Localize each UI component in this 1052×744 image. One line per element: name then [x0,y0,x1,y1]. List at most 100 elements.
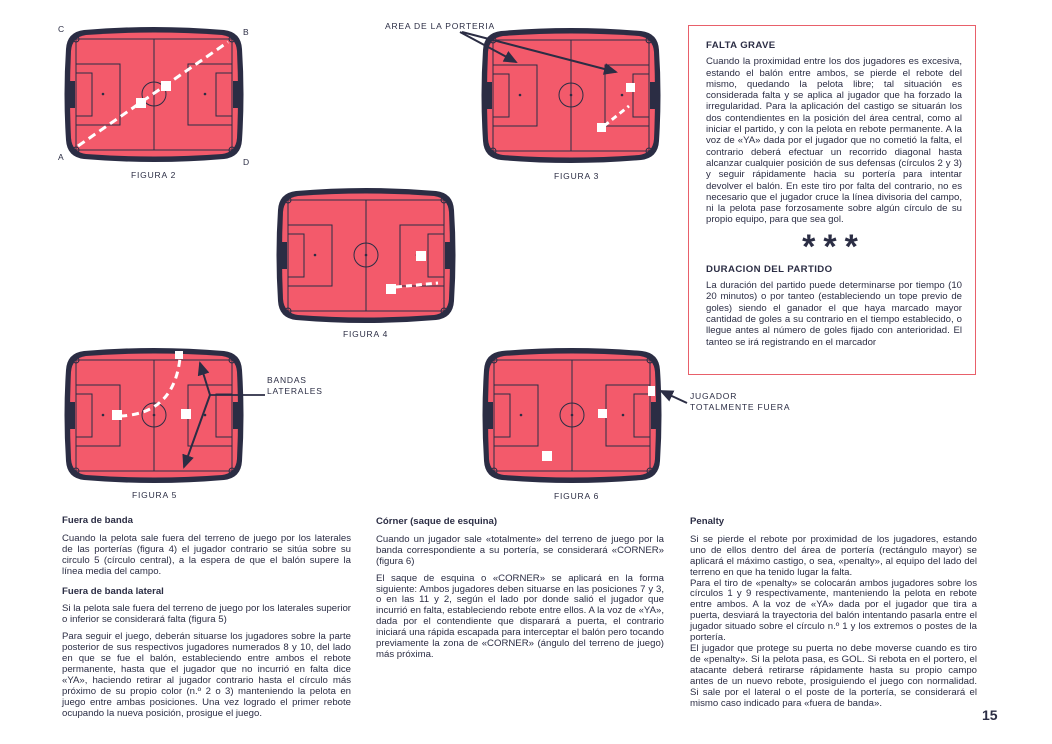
figure-4-field [276,188,456,323]
corner-arc [228,146,236,154]
fuera-de-banda-text: Cuando la pelota sale fuera del terreno … [62,532,351,577]
jugador-label-line1: JUGADOR [690,391,738,401]
bandas-label-line1: BANDAS [267,375,307,385]
penalty-spot [518,93,522,97]
corner-arc [72,146,80,154]
center-circle [559,402,585,428]
page-number: 15 [982,707,998,723]
center-circle [141,81,167,107]
duracion-heading: DURACION DEL PARTIDO [706,263,833,275]
corner-arc [440,196,448,204]
center-circle [558,82,584,108]
penalty-spot [101,92,105,96]
fuera-de-banda-lateral-text-1: Si la pelota sale fuera del terreno de j… [62,603,351,626]
corner-arc [284,307,292,315]
penalty-spot [620,93,624,97]
goal-area [215,72,233,117]
center-spot [569,93,573,97]
player-marker [598,409,607,418]
goal-net [651,402,656,429]
player-marker [136,98,146,108]
pass-path [603,104,630,128]
rules-box: FALTA GRAVE Cuando la proximidad entre l… [688,25,976,375]
bandas-label-line2: LATERALES [267,386,323,396]
goal-area [287,233,305,278]
figure-3-caption: FIGURA 3 [554,171,600,181]
center-circle [141,402,167,428]
corner-label-c: C [58,24,65,34]
player-marker [542,451,552,461]
corner-arc [72,35,80,43]
penalty-spot [203,92,207,96]
corner-arc [228,35,236,43]
goal-net [445,242,450,269]
figure-3-field [481,28,661,163]
goal-area [427,233,445,278]
diagonal-path [77,40,229,148]
figure-2-field [64,27,244,162]
area-porteria-arrows [459,31,618,75]
figure-5-field [64,348,244,483]
corner-arc [284,196,292,204]
player-marker [626,83,635,92]
corner-arc [646,467,654,475]
corner-arc [228,356,236,364]
penalty-spot [313,253,317,257]
column-corner: Córner (saque de esquina) Cuando un juga… [376,516,664,667]
goal-area [632,73,650,118]
corner-arc [490,356,498,364]
jugador-label-line2: TOTALMENTE FUERA [690,402,791,412]
corner-label-a: A [58,152,64,162]
fuera-de-banda-heading: Fuera de banda [62,515,133,526]
corner-arc [228,467,236,475]
goal-area [493,393,511,438]
corner-arc [72,467,80,475]
ball-path [395,281,439,289]
fuera-de-banda-lateral-heading: Fuera de banda lateral [62,585,164,597]
penalty-heading: Penalty [690,516,725,527]
goal-net [282,242,287,269]
center-spot [570,413,574,417]
center-spot [152,413,156,417]
corner-arc [646,356,654,364]
corner-arc [645,147,653,155]
center-circle [353,242,379,268]
goal-area [633,393,651,438]
player-marker [386,284,396,294]
player-marker [181,409,191,419]
penalty-text-2: Para el tiro de «penalty» se colocarán a… [690,577,977,644]
goal-net [487,82,492,109]
corner-label-b: B [243,27,249,37]
penalty-text-3: El jugador que protege su puerta no debe… [690,642,977,709]
corner-arc [72,356,80,364]
corner-arc [490,467,498,475]
goal-area [492,73,510,118]
figure-2-caption: FIGURA 2 [131,170,177,180]
column-penalty: Penalty Si se pierde el rebote por proxi… [690,516,977,709]
goal-net [650,82,655,109]
corner-arc [489,147,497,155]
corner-label-d: D [243,157,250,167]
penalty-spot [519,413,523,417]
penalty-spot [621,413,625,417]
center-spot [364,253,368,257]
goal-net [70,402,75,429]
figure-4-caption: FIGURA 4 [343,329,389,339]
falta-grave-text: Cuando la proximidad entre los dos jugad… [706,56,962,226]
falta-grave-heading: FALTA GRAVE [706,40,776,51]
goal-net [233,81,238,108]
corner-arc [440,307,448,315]
separator-asterisks: *** [802,227,866,266]
corner-arc [645,36,653,44]
corner-text-2: El saque de esquina o «CORNER» se aplica… [376,572,664,660]
column-fuera-de-banda: Fuera de banda Cuando la pelota sale fue… [62,515,351,726]
player-marker [175,351,183,359]
penalty-text-1: Si se pierde el rebote por proximidad de… [690,533,977,578]
goal-area [75,72,93,117]
goal-area [215,393,233,438]
figure-6-caption: FIGURA 6 [554,491,600,501]
figure-6-field [482,348,662,483]
fuera-de-banda-lateral-text-2: Para seguir el juego, deberán situarse l… [62,631,351,719]
penalty-spot [203,413,207,417]
penalty-spot [101,413,105,417]
